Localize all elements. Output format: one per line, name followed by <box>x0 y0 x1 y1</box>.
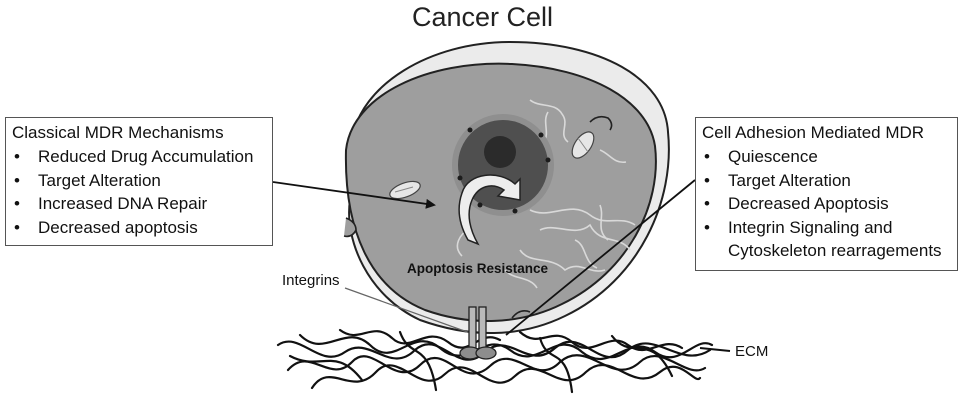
list-item: Decreased Apoptosis <box>702 192 951 216</box>
apoptosis-resistance-label: Apoptosis Resistance <box>406 261 549 276</box>
list-item: Quiescence <box>702 145 951 169</box>
ecm-label: ECM <box>735 343 769 360</box>
membrane-notch <box>511 310 531 319</box>
nucleolus <box>484 136 516 168</box>
integrins-label: Integrins <box>282 272 340 289</box>
integrin-receptor <box>459 306 497 360</box>
list-item-continuation: Cytoskeleton rearragements <box>702 239 951 263</box>
diagram-title: Cancer Cell <box>411 2 554 32</box>
list-item: Target Alteration <box>12 169 266 193</box>
ecm-label-line <box>699 347 731 352</box>
list-item: Increased DNA Repair <box>12 192 266 216</box>
classical-mdr-list: Reduced Drug Accumulation Target Alterat… <box>12 145 266 239</box>
cell-adhesion-mdr-list: Quiescence Target Alteration Decreased A… <box>702 145 951 263</box>
membrane-notch <box>589 115 613 131</box>
list-item: Target Alteration <box>702 169 951 193</box>
list-item-continuation-text: Cytoskeleton rearragements <box>728 241 942 260</box>
nuclear-pores <box>457 127 551 214</box>
list-item: Reduced Drug Accumulation <box>12 145 266 169</box>
cell-adhesion-mdr-box: Cell Adhesion Mediated MDR Quiescence Ta… <box>695 117 958 271</box>
list-item: Decreased apoptosis <box>12 216 266 240</box>
mitochondria <box>389 131 595 200</box>
ecm-fibers <box>276 328 714 394</box>
integrins-pointer <box>344 287 471 334</box>
classical-mdr-header: Classical MDR Mechanisms <box>12 123 224 142</box>
classical-mdr-box: Classical MDR Mechanisms Reduced Drug Ac… <box>5 117 273 246</box>
cell-adhesion-mdr-header: Cell Adhesion Mediated MDR <box>702 123 925 142</box>
list-item: Integrin Signaling and <box>702 216 951 240</box>
right-box-connector <box>505 179 696 336</box>
left-box-arrow <box>272 181 436 209</box>
apoptosis-curved-arrow <box>458 174 521 246</box>
membrane-notch <box>343 217 357 238</box>
